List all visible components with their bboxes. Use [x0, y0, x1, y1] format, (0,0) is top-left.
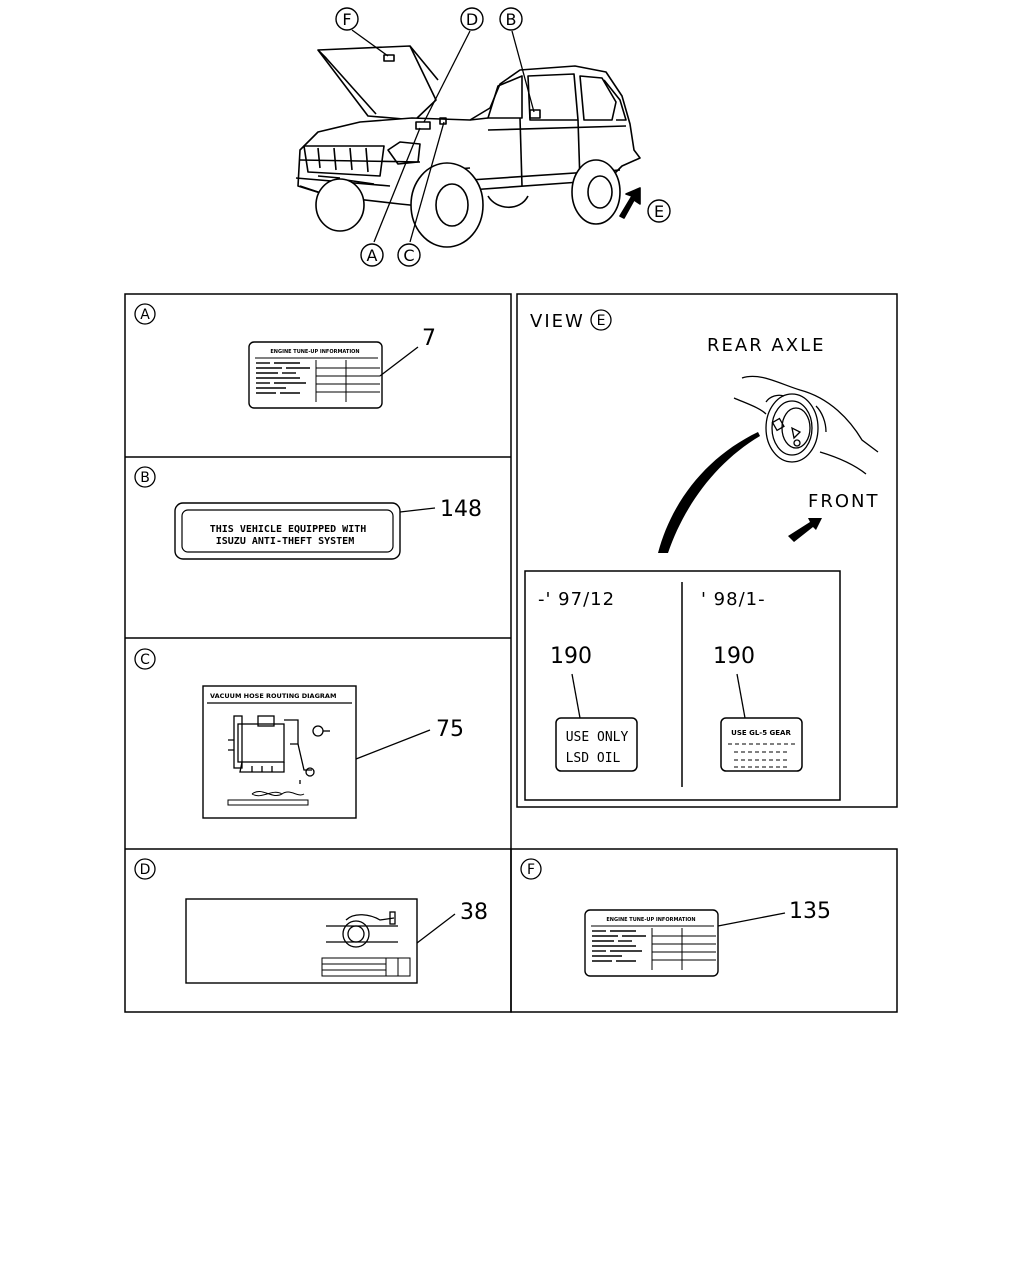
- panel-a-label: ENGINE TUNE-UP INFORMATION: [248, 341, 383, 409]
- front-direction-arrow: [788, 518, 822, 542]
- panel-b-label-line2: ISUZU ANTI-THEFT SYSTEM: [216, 536, 354, 547]
- panel-f-label: ENGINE TUNE-UP INFORMATION: [584, 909, 719, 977]
- panel-a-label-title: ENGINE TUNE-UP INFORMATION: [270, 349, 359, 355]
- view-direction-arrow: [658, 432, 760, 553]
- rear-axle-drawing: [733, 375, 879, 475]
- panel-b-letter: B: [140, 470, 150, 486]
- panel-b-label: THIS VEHICLE EQUIPPED WITH ISUZU ANTI-TH…: [174, 502, 401, 560]
- panel-a: A ENGINE TUNE-UP INFORMATION: [134, 303, 436, 409]
- callout-f-letter: F: [342, 10, 351, 29]
- callout-a-letter: A: [367, 246, 378, 265]
- panel-c-hose-schematic: [228, 715, 330, 784]
- panel-e-lsd-oil-label: USE ONLY LSD OIL: [555, 717, 638, 772]
- panel-c-label-title: VACUUM HOSE ROUTING DIAGRAM: [210, 692, 336, 700]
- panel-e-left-part-number: 190: [550, 644, 592, 669]
- callout-e-letter: E: [654, 202, 664, 221]
- panel-c: C VACUUM HOSE ROUTING DIAGRAM: [134, 648, 464, 819]
- panel-b: B THIS VEHICLE EQUIPPED WITH ISUZU ANTI-…: [134, 466, 482, 560]
- callout-e: E: [647, 199, 671, 223]
- panel-e-right-label-line1: USE GL-5 GEAR: [731, 729, 791, 737]
- panel-d-label: [185, 898, 418, 984]
- panel-f-letter: F: [527, 862, 535, 878]
- callout-d: D: [460, 7, 484, 31]
- panel-e-left-label-line2: LSD OIL: [566, 751, 621, 766]
- panel-b-part-number: 148: [440, 497, 482, 522]
- panel-f-label-title: ENGINE TUNE-UP INFORMATION: [606, 917, 695, 923]
- panel-a-part-number: 7: [422, 326, 436, 351]
- panel-e-letter: E: [597, 313, 606, 329]
- callout-d-letter: D: [466, 10, 478, 29]
- panel-e-left-range: -' 97/12: [538, 589, 615, 610]
- panel-c-letter: C: [140, 652, 150, 668]
- panel-grid: [124, 293, 898, 1013]
- panel-b-label-line1: THIS VEHICLE EQUIPPED WITH: [210, 524, 367, 535]
- panel-e-front-text: FRONT: [808, 491, 880, 512]
- panel-e: VIEW E REAR AXLE FRONT -' 97/12 ' 98/1-: [524, 309, 880, 801]
- panel-c-part-number: 75: [436, 717, 464, 742]
- panel-a-letter: A: [140, 307, 150, 323]
- callout-b-letter: B: [506, 10, 517, 29]
- callout-b: B: [499, 7, 523, 31]
- callout-f: F: [335, 7, 359, 31]
- panel-f: F ENGINE TUNE-UP INFORMATION: [520, 858, 831, 977]
- panel-d-part-number: 38: [460, 900, 488, 925]
- panel-e-gear-oil-label: USE GL-5 GEAR: [720, 717, 803, 772]
- overview-leaders: [351, 29, 535, 243]
- vehicle-illustration: [295, 45, 641, 248]
- panel-f-part-number: 135: [789, 899, 831, 924]
- panel-e-right-part-number: 190: [713, 644, 755, 669]
- panel-d-letter: D: [140, 862, 151, 878]
- panel-d: D 38: [134, 858, 488, 984]
- panel-e-left-label-line1: USE ONLY: [566, 730, 629, 745]
- callout-a: A: [360, 243, 384, 267]
- panel-e-right-range: ' 98/1-: [701, 589, 766, 610]
- callout-c-letter: C: [403, 246, 414, 265]
- panel-e-rear-axle-text: REAR AXLE: [707, 335, 825, 356]
- panel-e-view-text: VIEW: [530, 311, 585, 332]
- callout-c: C: [397, 243, 421, 267]
- panel-e-variant-table: -' 97/12 ' 98/1- 190 190 USE ONLY LSD OI…: [524, 570, 841, 801]
- panel-c-label: VACUUM HOSE ROUTING DIAGRAM: [202, 685, 357, 819]
